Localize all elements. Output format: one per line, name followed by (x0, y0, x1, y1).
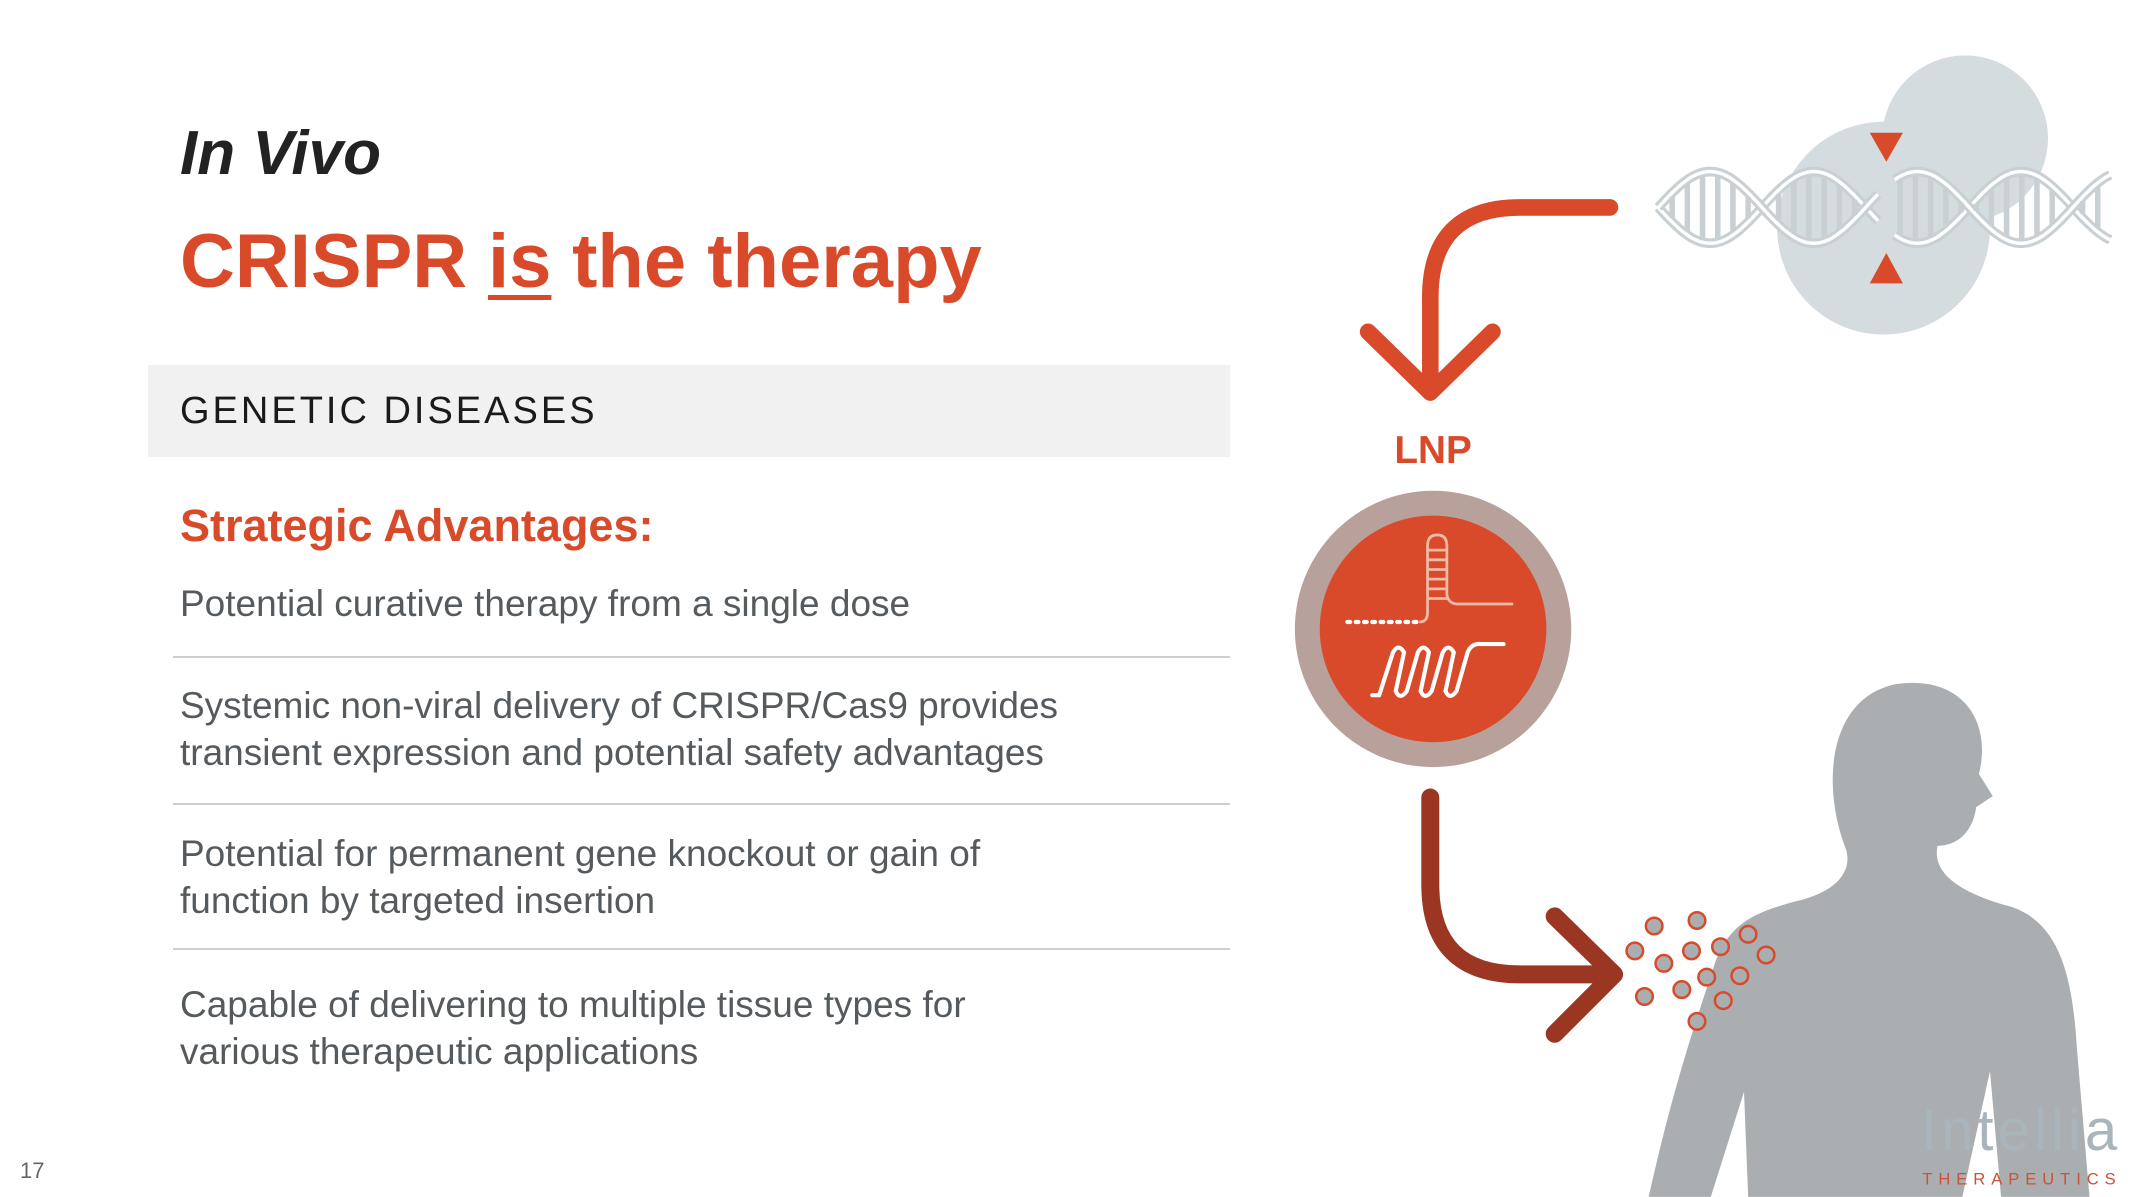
particle (1634, 986, 1655, 1007)
company-logo: Intellia THERAPEUTICS (1921, 1098, 2118, 1189)
bullet-line: Potential curative therapy from a single… (180, 583, 911, 624)
section-band (148, 365, 1230, 457)
dna-helix-icon (1654, 55, 2113, 335)
title-part-1: CRISPR (180, 219, 489, 304)
section-heading: Strategic Advantages: (180, 500, 654, 551)
guide-rna-icon (1345, 533, 1514, 625)
particle (1710, 937, 1731, 957)
particle (1730, 966, 1750, 986)
mrna-icon (1370, 641, 1506, 698)
bullet-line: transient expression and potential safet… (180, 732, 1044, 773)
arrow-down-icon (1359, 199, 1619, 401)
title-part-2: the therapy (551, 219, 982, 304)
lnp-label: LNP (1394, 429, 1471, 472)
particles-icon (1625, 910, 1776, 1031)
lnp-particle-icon (1294, 490, 1572, 768)
particle (1672, 980, 1692, 1000)
divider (173, 803, 1230, 805)
particle (1644, 916, 1664, 936)
bullet-line: Systemic non-viral delivery of CRISPR/Ca… (180, 685, 1059, 726)
bullet-line: function by targeted insertion (180, 880, 656, 921)
pre-title: In Vivo (180, 119, 381, 188)
particle (1713, 991, 1733, 1011)
particle (1625, 941, 1645, 961)
divider (173, 948, 1230, 950)
band-label: GENETIC DISEASES (180, 390, 598, 432)
particle (1738, 924, 1758, 944)
title-emphasis: is (488, 219, 552, 304)
page-number: 17 (20, 1158, 45, 1183)
particle (1654, 953, 1674, 973)
particle (1756, 945, 1776, 965)
particle (1687, 910, 1707, 931)
human-silhouette-icon (1648, 682, 2090, 1197)
logo-wordmark: Intellia (1921, 1098, 2118, 1163)
divider (173, 656, 1230, 658)
particle (1681, 941, 1702, 961)
particle (1687, 1011, 1707, 1031)
dna-strand (1657, 169, 2111, 245)
cut-site-triangles-icon (1869, 132, 1903, 284)
bullet-line: Potential for permanent gene knockout or… (180, 833, 981, 874)
bullet-line: Capable of delivering to multiple tissue… (180, 984, 966, 1025)
bullet-line: various therapeutic applications (180, 1031, 699, 1072)
arrow-right-icon (1421, 788, 1624, 1043)
particle (1697, 967, 1717, 987)
